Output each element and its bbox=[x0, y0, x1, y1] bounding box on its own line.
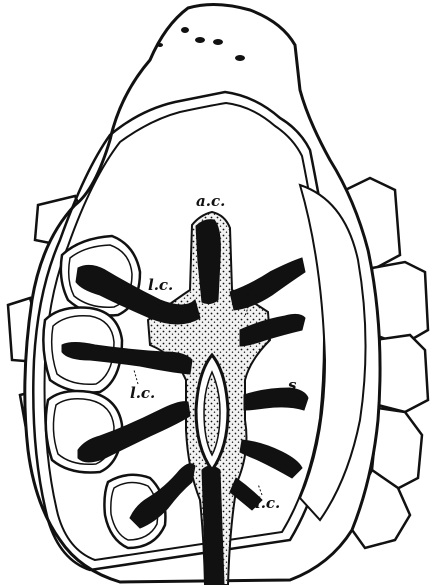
label-o: o. bbox=[243, 284, 258, 299]
label-lateral-canal-bottom: l.c. bbox=[255, 496, 280, 511]
label-s: s bbox=[288, 378, 296, 393]
label-lateral-canal-left: l.c. bbox=[130, 386, 155, 401]
label-lateral-canal-top: l.c. bbox=[148, 278, 173, 293]
label-anterior-canal: a.c. bbox=[196, 194, 225, 209]
